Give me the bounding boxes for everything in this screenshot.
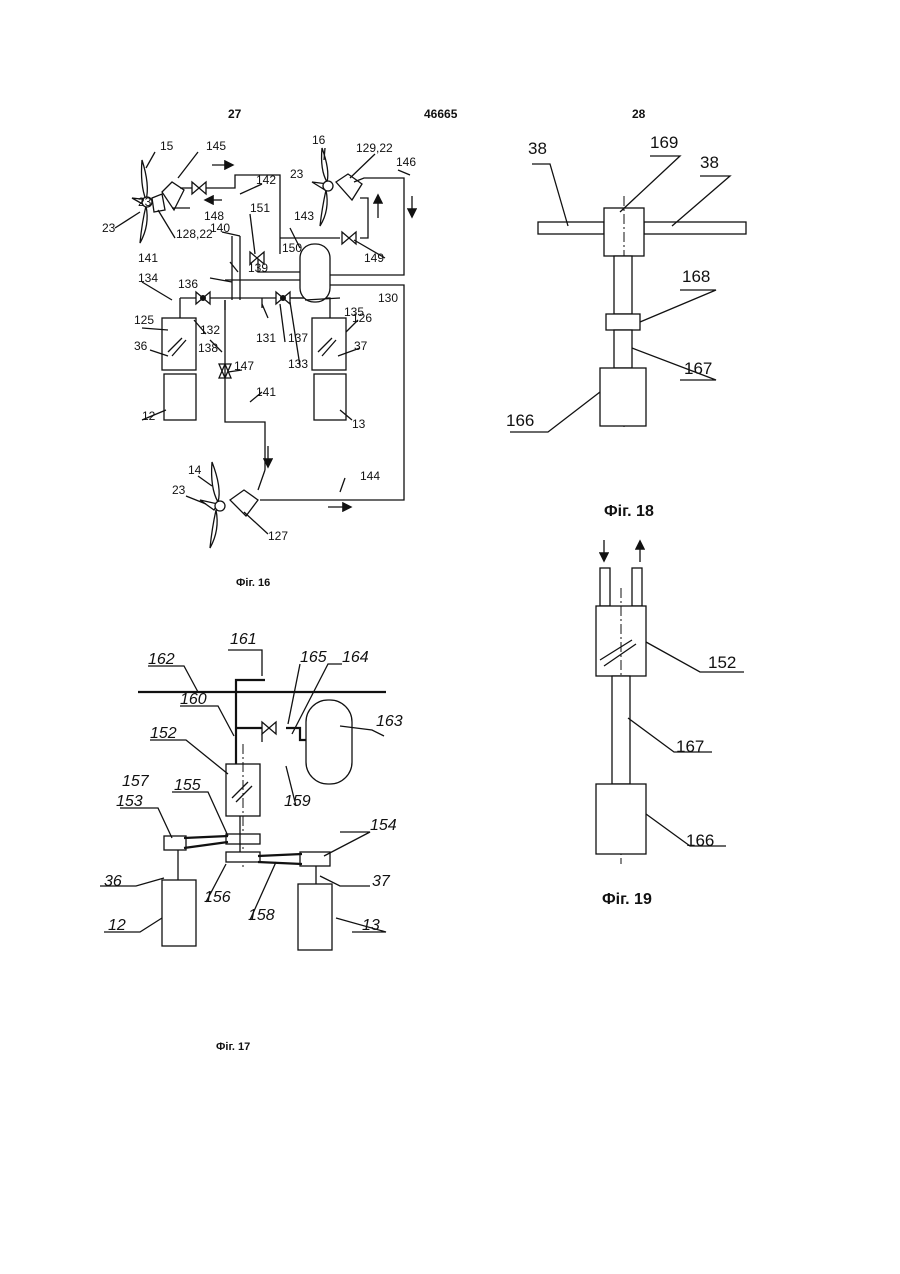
label-15: 15 [160,139,174,153]
label-132: 132 [200,323,220,337]
label-167: 167 [684,359,712,378]
label-140: 140 [210,221,230,235]
label-137: 137 [288,331,308,345]
label-168: 168 [682,267,710,286]
label-16: 16 [312,133,326,147]
label-128-22: 128,22 [176,227,213,241]
label-151: 151 [250,201,270,215]
label-13: 13 [352,417,366,431]
label-23: 23 [290,167,304,181]
motor-12 [164,374,196,420]
label-153: 153 [116,793,143,810]
label-149: 149 [364,251,384,265]
label-157: 157 [122,773,150,790]
coupling-168 [606,314,640,330]
label-138: 138 [198,341,218,355]
label-166: 166 [686,831,714,850]
figure-18-caption: Фіг. 18 [604,503,654,520]
label-159: 159 [284,793,311,810]
motor-166 [600,368,646,426]
label-12: 12 [142,409,156,423]
label-23: 23 [102,221,116,235]
turbine-14 [200,462,258,548]
label-152: 152 [150,725,177,742]
label-36: 36 [134,339,148,353]
label-162: 162 [148,651,175,668]
valve-164 [262,722,276,734]
page-number-left: 27 [228,107,242,121]
label-155: 155 [174,777,201,794]
label-38: 38 [700,153,719,172]
figure-16-caption: Фіг. 16 [236,577,270,589]
label-131: 131 [256,331,276,345]
motor-12 [162,880,196,946]
turbine-16 [312,148,362,226]
label-133: 133 [288,357,308,371]
figure-17: 161 162 165 164 160 163 152 157 155 159 … [100,631,403,1053]
label-144: 144 [360,469,380,483]
label-23: 23 [138,195,152,209]
label-12: 12 [108,917,126,934]
label-152: 152 [708,653,736,672]
label-36: 36 [104,873,122,890]
motor-166 [596,784,646,854]
label-154: 154 [370,817,397,834]
figure-19: 152 167 166 Фіг. 19 [596,540,744,908]
pump-125 [162,318,196,370]
pump-126 [312,318,346,370]
label-156: 156 [204,889,231,906]
label-167: 167 [676,737,704,756]
valve-148 [192,182,206,194]
label-130: 130 [378,291,398,305]
valve-149 [342,232,356,244]
page-number-right: 28 [632,107,646,121]
label-160: 160 [180,691,207,708]
label-158: 158 [248,907,275,924]
label-136: 136 [178,277,198,291]
label-141: 141 [256,385,276,399]
label-23: 23 [172,483,186,497]
label-37: 37 [354,339,368,353]
label-129-22: 129,22 [356,141,393,155]
label-139: 139 [248,261,268,275]
label-150: 150 [282,241,302,255]
label-38: 38 [528,139,547,158]
label-141: 141 [138,251,158,265]
motor-13 [314,374,346,420]
label-125: 125 [134,313,154,327]
label-161: 161 [230,631,257,648]
patent-number: 46665 [424,107,458,121]
label-142: 142 [256,173,276,187]
accumulator-130 [300,244,330,302]
label-165: 165 [300,649,327,666]
accumulator-159 [306,700,352,784]
figure-18: 38 169 38 168 167 166 Фіг. 18 [506,133,746,520]
figure-16: 15 145 16 129,22 146 23 142 23 148 128,2… [102,133,416,589]
label-143: 143 [294,209,314,223]
label-134: 134 [138,271,158,285]
label-37: 37 [372,873,391,890]
label-147: 147 [234,359,254,373]
figure-17-caption: Фіг. 17 [216,1041,250,1053]
label-166: 166 [506,411,534,430]
figure-19-caption: Фіг. 19 [602,891,652,908]
label-146: 146 [396,155,416,169]
label-164: 164 [342,649,369,666]
label-169: 169 [650,133,678,152]
motor-13 [298,884,332,950]
label-14: 14 [188,463,202,477]
label-127: 127 [268,529,288,543]
label-163: 163 [376,713,403,730]
label-126: 126 [352,311,372,325]
label-145: 145 [206,139,226,153]
label-13: 13 [362,917,380,934]
